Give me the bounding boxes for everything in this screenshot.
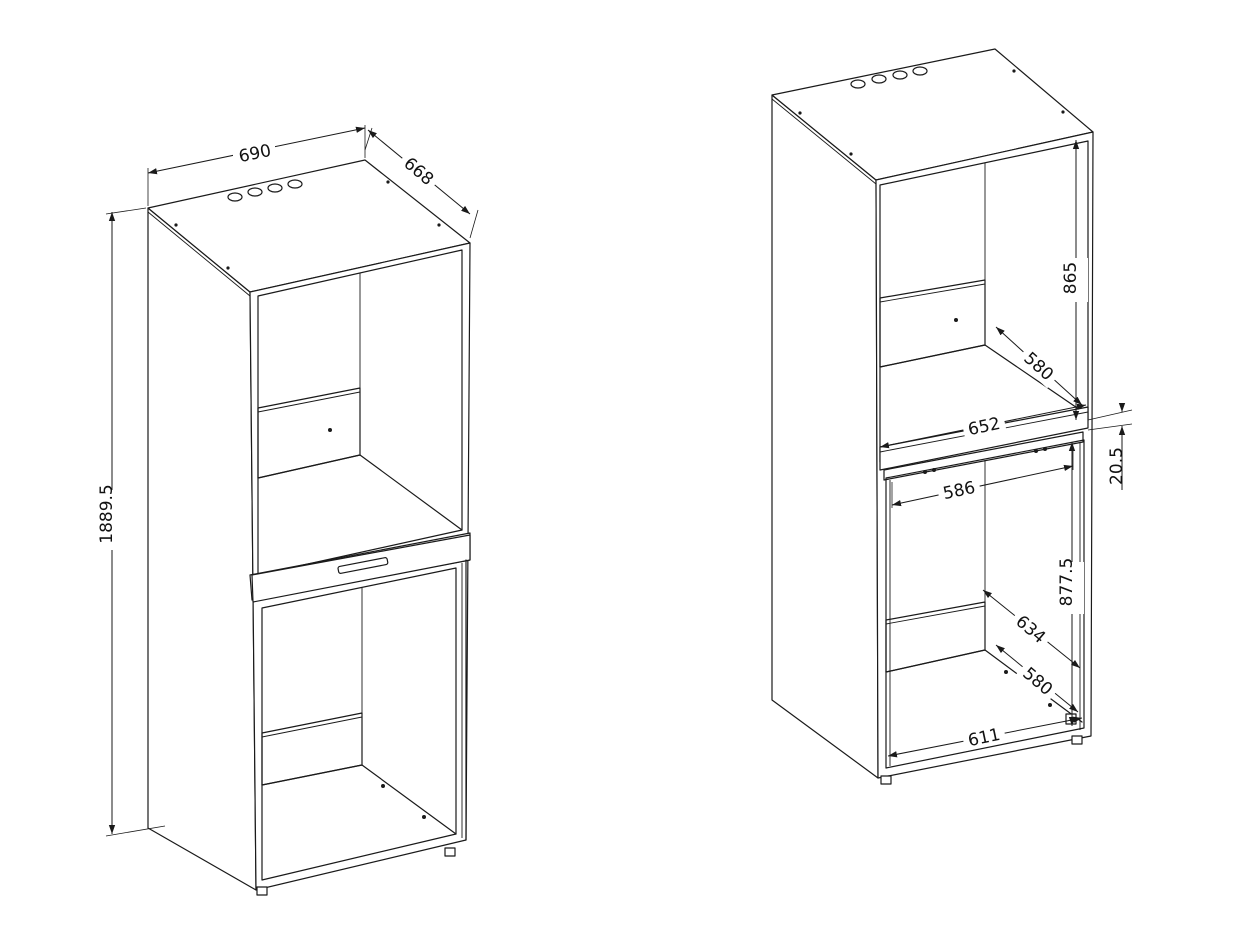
cable-hole — [227, 192, 243, 202]
cable-hole — [247, 187, 263, 197]
drawer-handle — [337, 557, 389, 574]
left-cabinet-side-panel — [147, 207, 257, 891]
left-foot — [256, 886, 268, 896]
right-cabinet-side-panel — [771, 94, 879, 779]
right-foot — [880, 775, 892, 785]
dimension-upper-niche-height: 865 — [1061, 262, 1081, 294]
cable-hole — [267, 183, 283, 193]
cable-hole — [892, 70, 908, 80]
left-foot — [444, 847, 456, 857]
cable-hole — [912, 66, 928, 76]
dimension-lower-niche-height: 877.5 — [1057, 558, 1077, 607]
dimension-height: 1889.5 — [97, 484, 117, 543]
cable-hole — [871, 74, 887, 84]
left-drawer-front — [251, 534, 471, 603]
left-dimensions: 690 668 1889.5 — [97, 125, 479, 837]
cable-hole — [287, 179, 303, 189]
right-foot — [1071, 735, 1083, 745]
left-cabinet — [147, 159, 471, 896]
dimension-shelf-thickness: 20.5 — [1107, 447, 1127, 485]
cable-hole — [850, 79, 866, 89]
dimension-drawer-width-line — [891, 464, 1074, 507]
